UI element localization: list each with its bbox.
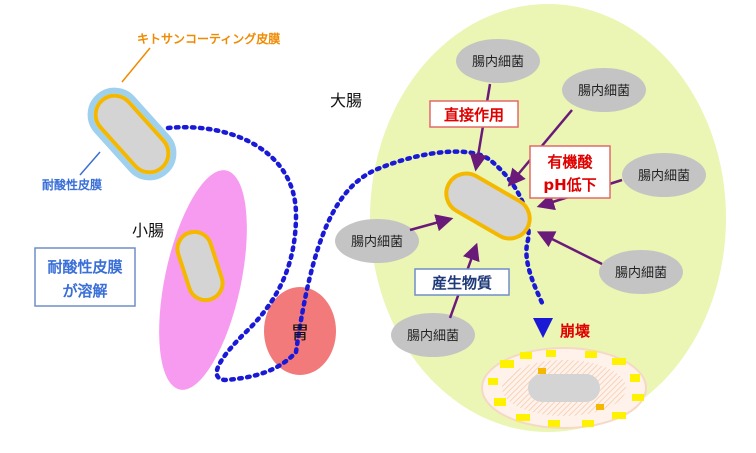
- small-intestine-label: 小腸: [132, 221, 164, 240]
- direct-action-label: 直接作用: [429, 100, 519, 128]
- bacterium-label: 腸内細菌: [615, 265, 667, 281]
- bacterium-6: 腸内細菌: [391, 313, 475, 357]
- svg-text:直接作用: 直接作用: [444, 106, 504, 124]
- capsule-path-dotted: [165, 125, 546, 383]
- bacterium-label: 腸内細菌: [351, 234, 403, 250]
- bacterium-4: 腸内細菌: [599, 250, 683, 294]
- bacterium-label: 腸内細菌: [407, 328, 459, 344]
- organic-acid-label: 有機酸 pH低下: [529, 145, 611, 199]
- collapse-label: 崩壊: [560, 322, 590, 340]
- svg-text:耐酸性皮膜: 耐酸性皮膜: [47, 258, 122, 276]
- capsule-large-intestine: [444, 171, 532, 241]
- svg-text:産生物質: 産生物質: [432, 274, 492, 292]
- coating-pointer: [121, 47, 151, 83]
- coating-label: キトサンコーティング皮膜: [137, 31, 280, 46]
- svg-text:が溶解: が溶解: [62, 282, 107, 300]
- bacterium-5: 腸内細菌: [335, 219, 419, 263]
- coated-capsule: [87, 87, 177, 181]
- svg-text:pH低下: pH低下: [543, 176, 596, 194]
- products-label: 産生物質: [414, 268, 510, 296]
- svg-text:有機酸: 有機酸: [547, 153, 593, 171]
- bacterium-3: 腸内細菌: [622, 153, 706, 197]
- large-intestine-label: 大腸: [330, 91, 362, 110]
- stomach-region: [264, 287, 336, 375]
- acid-film-pointer: [79, 151, 101, 176]
- bacterium-label: 腸内細菌: [472, 54, 524, 70]
- collapsed-capsule: [481, 347, 647, 429]
- stomach-label: 胃: [291, 323, 309, 344]
- acid-film-label: 耐酸性皮膜: [42, 177, 102, 192]
- bacterium-1: 腸内細菌: [456, 39, 540, 83]
- path-arrowhead: [533, 318, 553, 338]
- bacterium-label: 腸内細菌: [578, 83, 630, 99]
- bacterium-2: 腸内細菌: [562, 68, 646, 112]
- capsule-small-intestine: [175, 229, 225, 303]
- bacterium-label: 腸内細菌: [638, 168, 690, 184]
- dissolve-label: 耐酸性皮膜 が溶解: [34, 247, 136, 307]
